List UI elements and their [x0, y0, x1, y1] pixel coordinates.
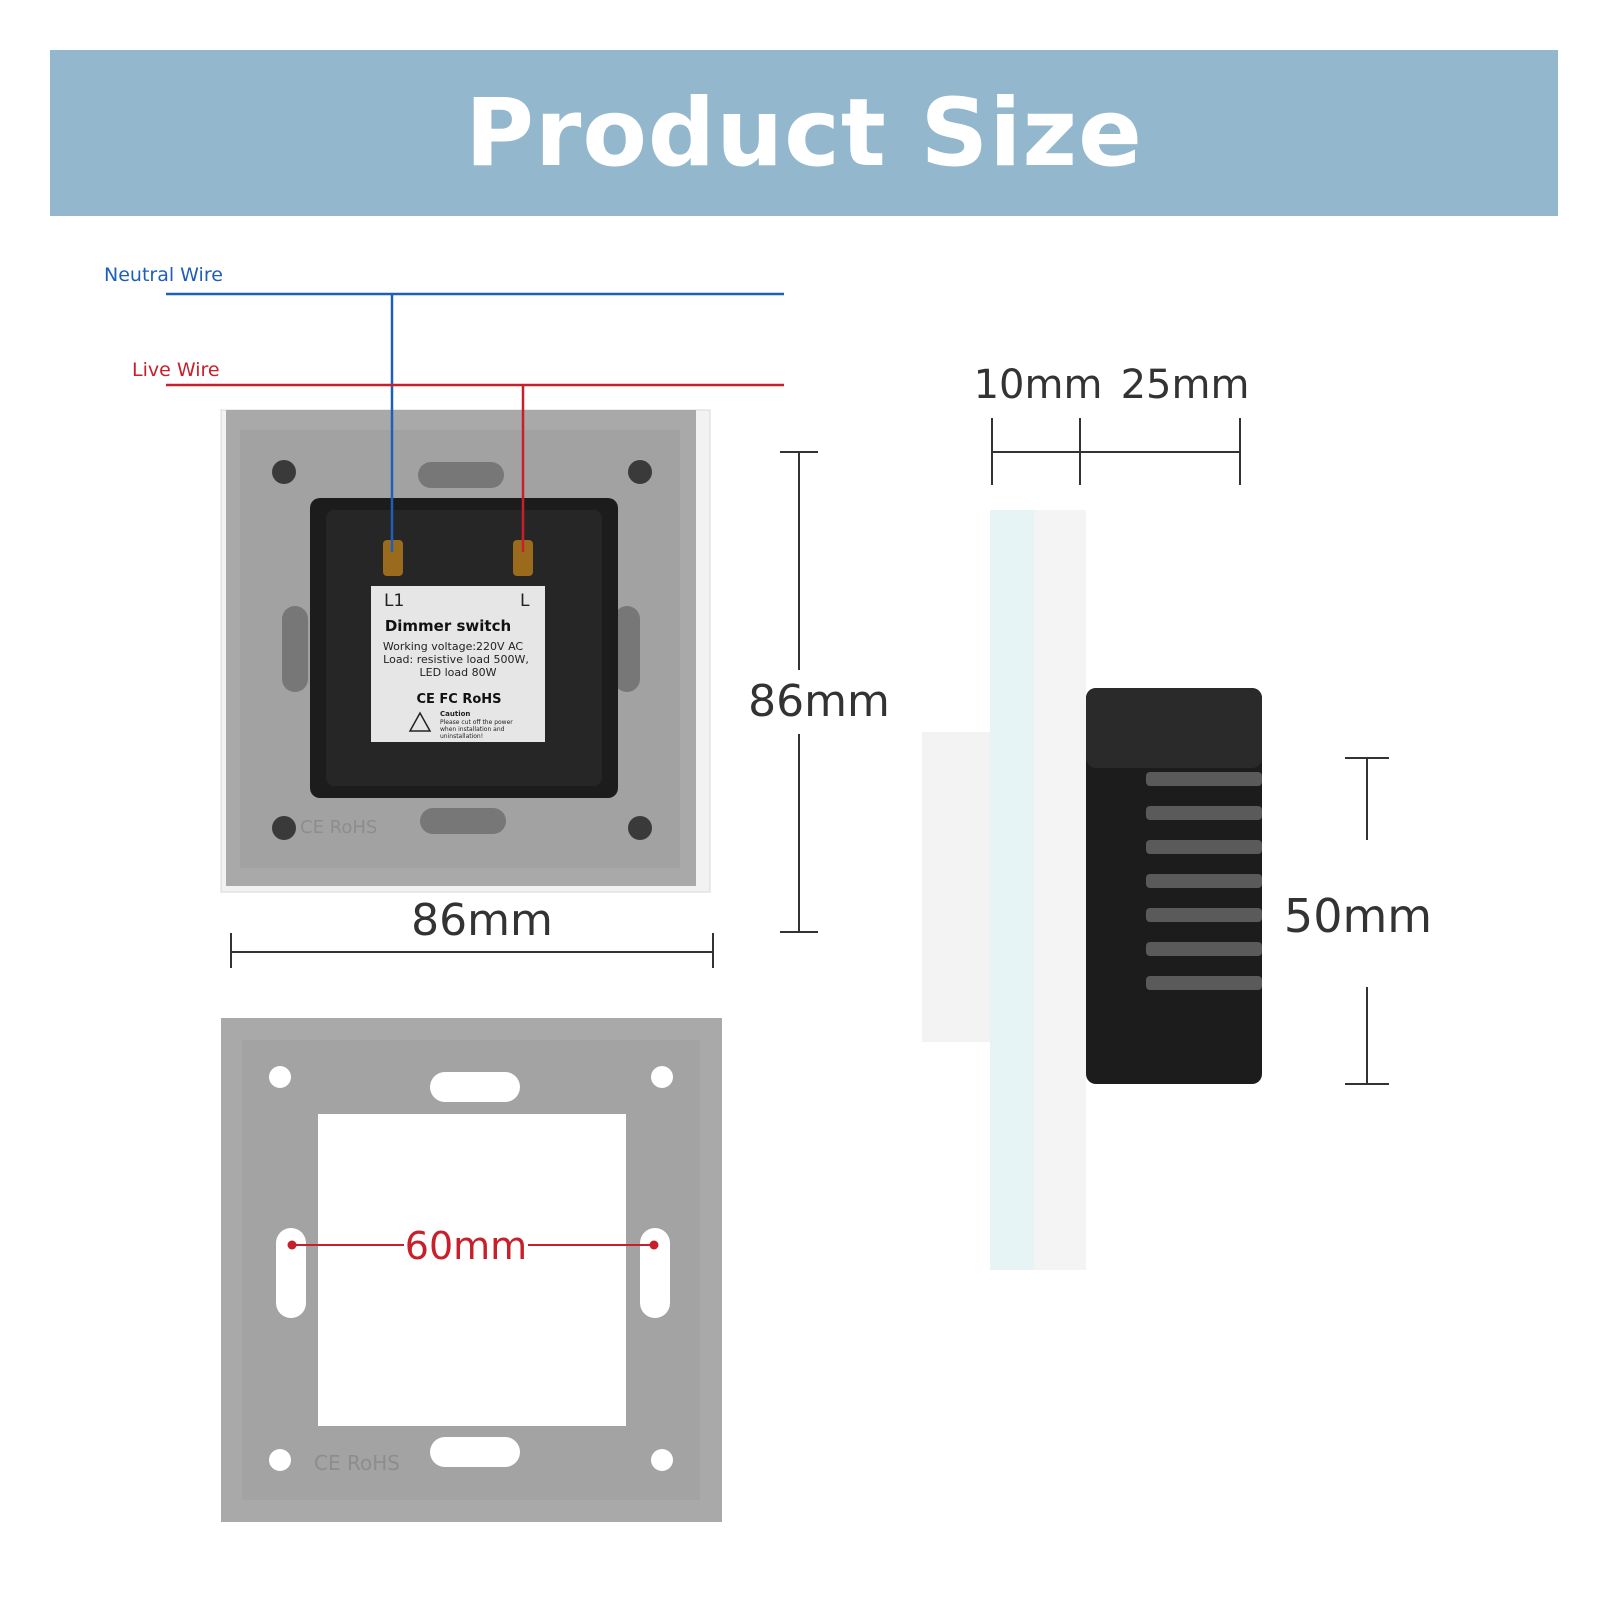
mount-slot	[430, 1072, 520, 1102]
embossed-cert-back: CE RoHS	[300, 817, 377, 838]
terminal-screw-l1	[383, 540, 403, 576]
label-caution-line: uninstallation!	[440, 733, 483, 740]
embossed-cert-frame: CE RoHS	[314, 1451, 400, 1475]
product-label	[371, 586, 545, 742]
screw-hole-icon	[272, 816, 296, 840]
dim-point	[287, 1240, 297, 1250]
mount-slot	[640, 1228, 670, 1318]
label-led-load: LED load 80W	[420, 666, 497, 679]
mount-slot	[430, 1437, 520, 1467]
mount-slot	[614, 606, 640, 692]
screw-hole-icon	[651, 1449, 673, 1471]
box-height-label: 50mm	[1284, 889, 1432, 943]
screw-hole-icon	[628, 816, 652, 840]
panel-depth-label: 10mm	[974, 362, 1103, 408]
mount-slot	[276, 1228, 306, 1318]
mount-slot	[420, 808, 506, 834]
mount-slot	[418, 462, 504, 488]
panel-frame	[1034, 510, 1086, 1270]
terminal-l-label: L	[520, 591, 530, 611]
switch-back-view: L1 L Dimmer switch Working voltage:220V …	[220, 409, 711, 893]
screw-hole-icon	[651, 1066, 673, 1088]
front-panel	[990, 510, 1034, 1270]
wall-backing	[922, 732, 992, 1042]
mounting-frame-view: CE RoHS 60mm	[221, 1018, 722, 1522]
mount-slot	[282, 606, 308, 692]
label-caution-line: when installation and	[440, 726, 505, 733]
switch-box-top	[1086, 688, 1262, 768]
label-caution-title: Caution	[440, 710, 470, 718]
label-cert: CE FC RoHS	[416, 692, 501, 707]
label-voltage: Working voltage:220V AC	[383, 640, 524, 653]
front-height-label: 86mm	[748, 676, 890, 727]
dim-point	[649, 1240, 659, 1250]
header-banner: Product Size	[50, 50, 1558, 216]
warning-icon	[408, 711, 432, 732]
wiring: Neutral Wire Live Wire	[104, 264, 784, 552]
live-wire-label: Live Wire	[132, 359, 220, 381]
hole-spacing-label: 60mm	[405, 1224, 527, 1268]
terminal-l1-label: L1	[384, 591, 404, 611]
front-width-dimension: 86mm	[230, 895, 714, 968]
screw-hole-icon	[628, 460, 652, 484]
switch-side-view: 10mm 25mm 50mm	[922, 362, 1432, 1270]
front-height-dimension: 86mm	[748, 451, 890, 933]
vent-slots	[1146, 772, 1262, 990]
terminal-screw-l	[513, 540, 533, 576]
label-caution-line: Please cut off the power	[440, 719, 513, 726]
screw-hole-icon	[272, 460, 296, 484]
front-width-label: 86mm	[411, 895, 553, 946]
neutral-wire-label: Neutral Wire	[104, 264, 223, 286]
label-title: Dimmer switch	[385, 617, 511, 635]
frame-opening	[318, 1114, 626, 1426]
screw-hole-icon	[269, 1449, 291, 1471]
screw-hole-icon	[269, 1066, 291, 1088]
box-depth-label: 25mm	[1121, 362, 1250, 408]
label-load: Load: resistive load 500W,	[383, 653, 529, 666]
page-title: Product Size	[465, 78, 1143, 188]
